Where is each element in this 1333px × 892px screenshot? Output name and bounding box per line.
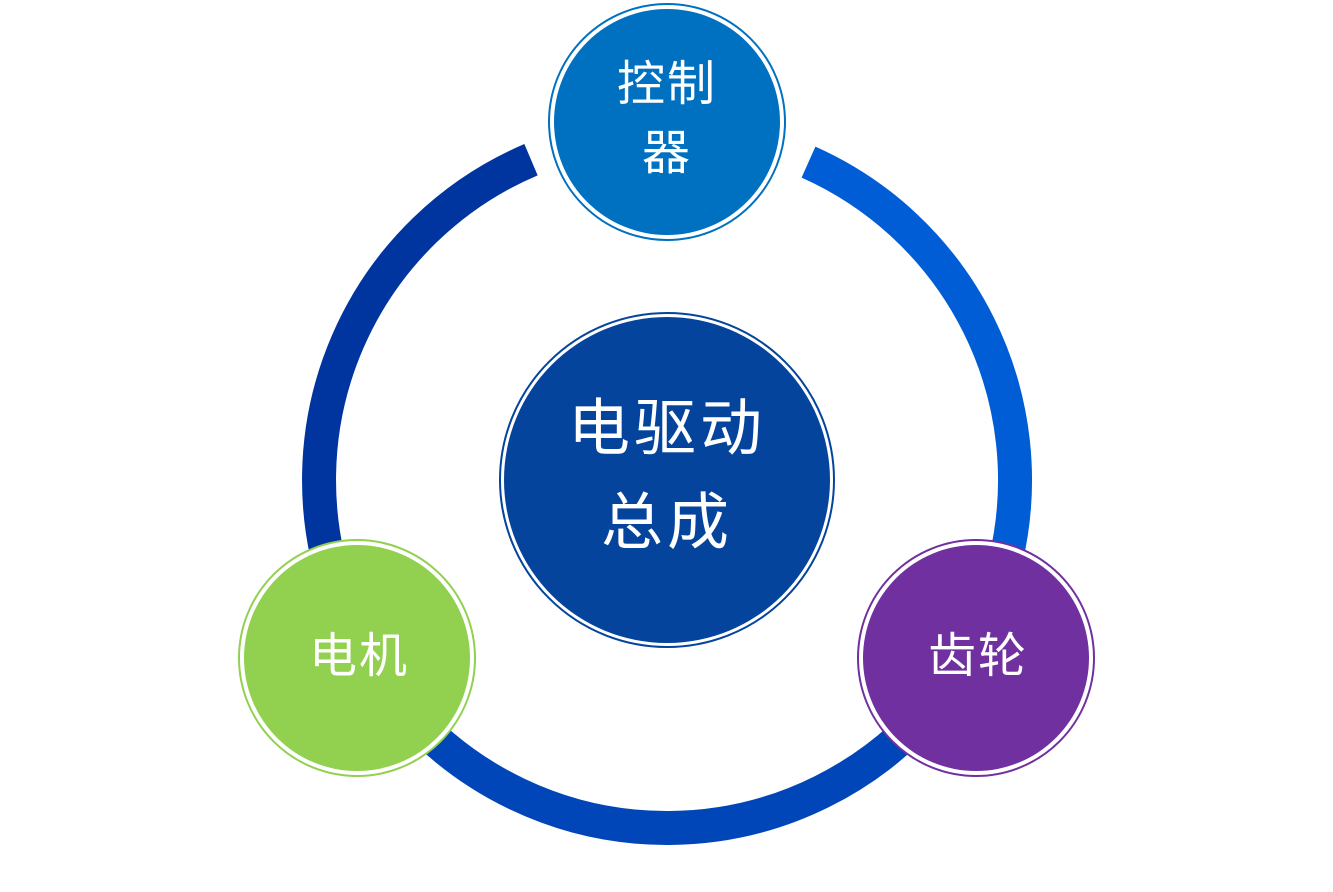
center-node-outline <box>499 312 835 648</box>
gear-node-label: 齿轮 <box>928 628 1028 684</box>
gear-node-circle <box>863 545 1089 771</box>
cycle-ring <box>302 144 1033 845</box>
controller-node-label-line2: 器 <box>642 125 692 181</box>
motor-node-circle <box>244 545 470 771</box>
motor-node: 电机 <box>238 539 476 777</box>
ring-arc-right <box>801 146 1033 563</box>
center-node-circle <box>504 317 830 643</box>
center-node: 电驱动 总成 <box>499 312 835 648</box>
ring-arc-bottom <box>391 692 947 845</box>
center-node-label-line2: 总成 <box>601 486 733 559</box>
controller-node-label-line1: 控制 <box>617 56 717 112</box>
center-node-label-line1: 电驱动 <box>568 392 766 465</box>
motor-node-label: 电机 <box>309 628 409 684</box>
controller-node: 控制 器 <box>548 3 786 241</box>
controller-node-circle <box>554 9 780 235</box>
ring-arc-left <box>302 144 538 605</box>
gear-node: 齿轮 <box>857 539 1095 777</box>
